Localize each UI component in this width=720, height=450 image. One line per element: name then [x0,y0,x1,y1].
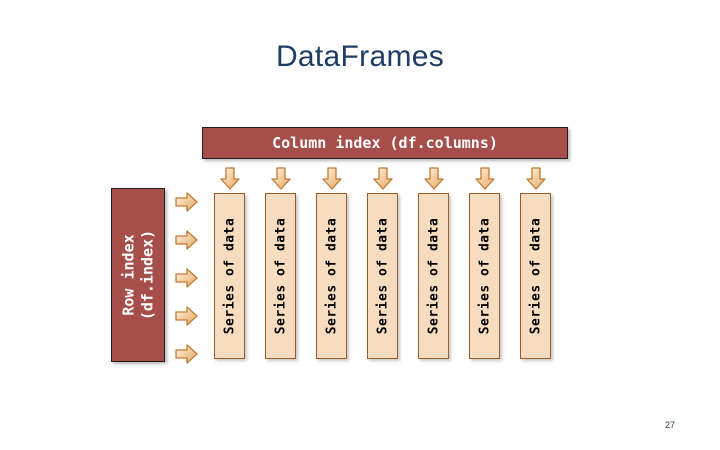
page-number: 27 [664,420,675,430]
series-column-label: Series of data [222,217,237,335]
arrow-right-icon [175,306,198,326]
page-title: DataFrames [275,40,445,73]
series-column: Series of data [418,193,449,359]
column-index-label: Column index (df.columns) [272,134,498,152]
arrow-down-icon [475,167,495,190]
series-column: Series of data [316,193,347,359]
series-column: Series of data [367,193,398,359]
arrow-down-icon [271,167,291,190]
arrow-down-icon [322,167,342,190]
arrow-down-icon [220,167,240,190]
series-column-label: Series of data [375,217,390,335]
series-column-label: Series of data [273,217,288,335]
series-column: Series of data [265,193,296,359]
series-column: Series of data [214,193,245,359]
arrow-right-icon [175,230,198,250]
series-column-label: Series of data [426,217,441,335]
arrow-down-icon [424,167,444,190]
arrow-right-icon [175,268,198,288]
series-column-label: Series of data [477,217,492,335]
row-index-box: Row index (df.index) [111,188,165,362]
row-index-label: Row index (df.index) [119,229,156,321]
series-column: Series of data [520,193,551,359]
arrow-down-icon [373,167,393,190]
arrow-right-icon [175,192,198,212]
series-column: Series of data [469,193,500,359]
series-column-label: Series of data [528,217,543,335]
column-index-bar: Column index (df.columns) [202,127,568,159]
series-column-label: Series of data [324,217,339,335]
arrow-down-icon [526,167,546,190]
arrow-right-icon [175,344,198,364]
